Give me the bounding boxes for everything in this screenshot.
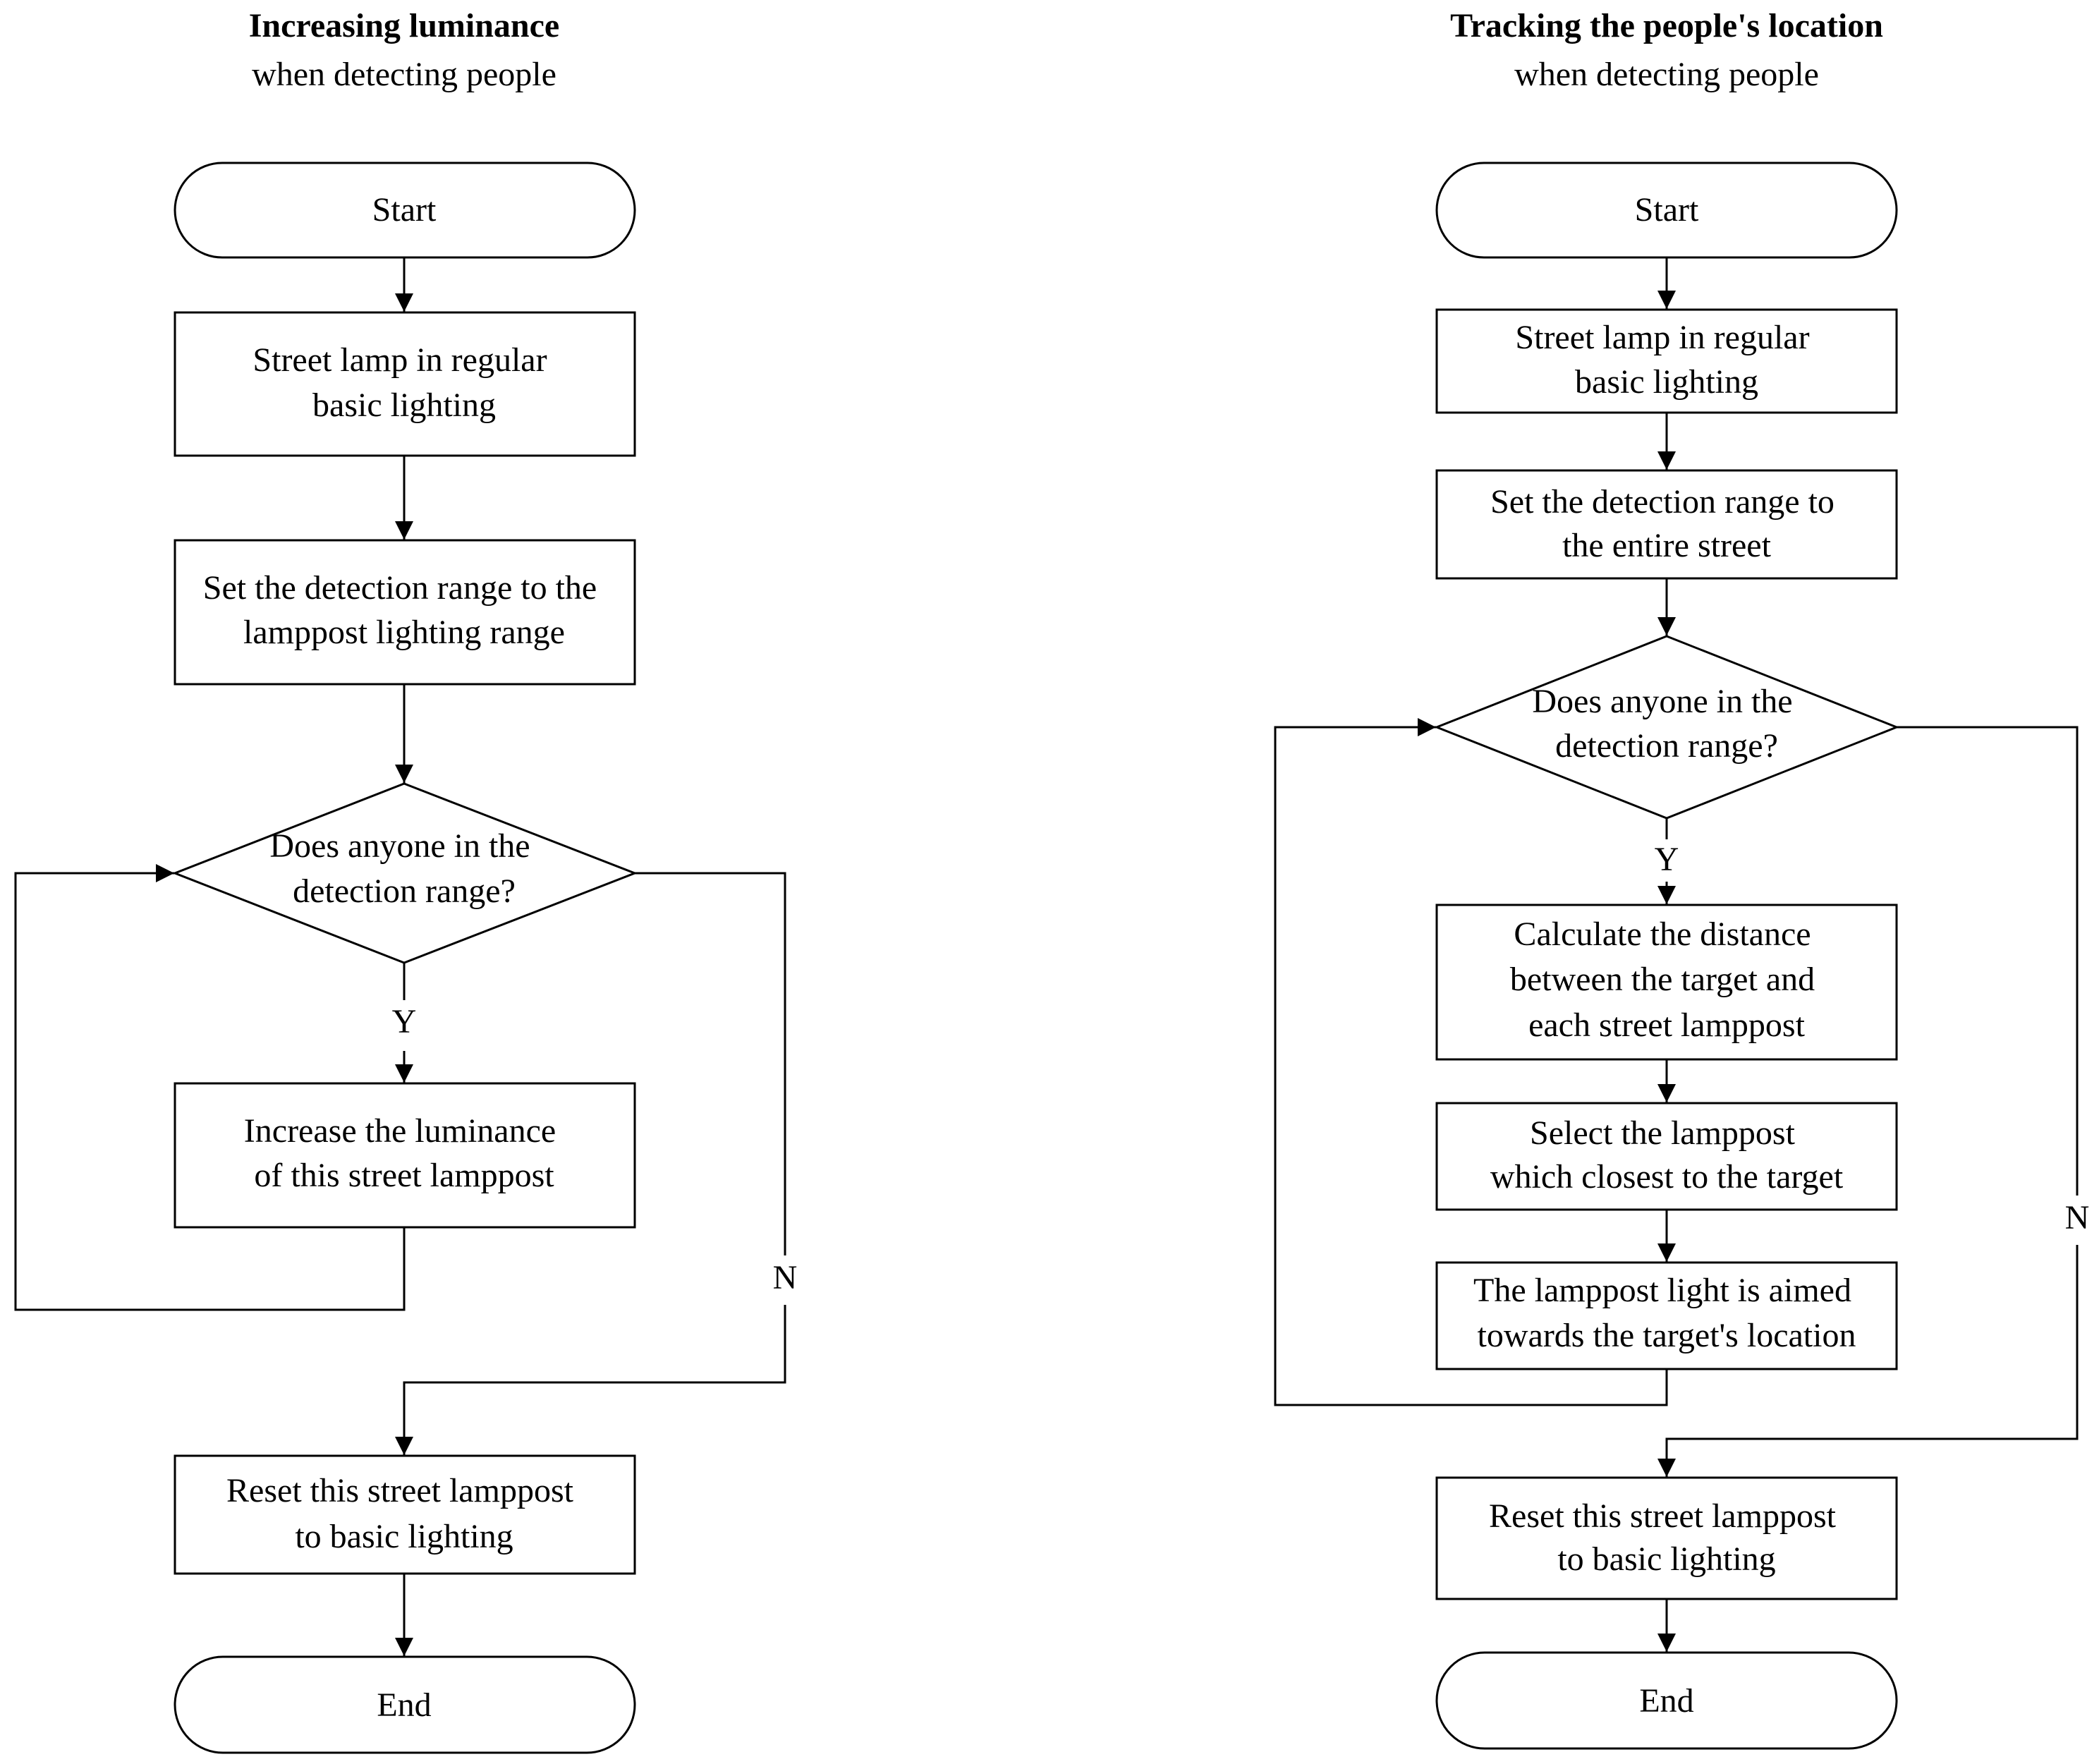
left-subtitle: when detecting people: [252, 56, 556, 93]
svg-text:Does anyone in the det: Does anyone in the detection range?: [269, 827, 538, 910]
left-step3-line1: Increase the luminance: [244, 1112, 556, 1150]
right-start-terminal: Start: [1435, 162, 1898, 259]
right-no-label: N: [2065, 1199, 2090, 1236]
left-start-terminal: Start: [174, 162, 636, 259]
left-step-increase-luminance: Increase the luminance of this street la…: [174, 1082, 636, 1229]
right-step3-line1: Calculate the distance: [1514, 916, 1811, 953]
right-step3-line2: between the target and: [1510, 961, 1815, 998]
left-step-reset-lighting: Reset this street lamppost to basic ligh…: [174, 1454, 636, 1575]
left-step1-line1: Street lamp in regular: [253, 341, 547, 379]
right-step2-line2: the entire street: [1562, 527, 1772, 564]
right-step-reset-lighting: Reset this street lamppost to basic ligh…: [1435, 1476, 1898, 1600]
left-no-label: N: [773, 1259, 798, 1296]
right-step5-line1: The lamppost light is aimed: [1473, 1272, 1851, 1309]
svg-text:Set the detection range to: Set the detection range to the entire st…: [1490, 483, 1843, 564]
right-decision-line2: detection range?: [1555, 727, 1778, 765]
left-start-label: Start: [372, 191, 437, 229]
right-flowchart: Tracking the people's location when dete…: [1274, 7, 2090, 1750]
right-step-aim-light: The lamppost light is aimed towards the …: [1435, 1261, 1898, 1370]
left-step2-line2: lamppost lighting range: [243, 614, 565, 651]
svg-text:Does anyone in the det: Does anyone in the detection range?: [1532, 683, 1801, 765]
svg-text:Calculate the distance: Calculate the distance between the targe…: [1510, 916, 1823, 1044]
svg-text:Select the lamppost wh: Select the lamppost which closest to the…: [1490, 1114, 1844, 1196]
svg-text:Set the detection range to the: Set the detection range to the lamppost …: [203, 569, 605, 651]
left-title: Increasing luminance: [249, 7, 559, 44]
right-step4-line1: Select the lamppost: [1530, 1114, 1796, 1152]
right-start-label: Start: [1635, 191, 1699, 229]
left-decision-anyone-detected: Does anyone in the detection range?: [171, 782, 638, 964]
left-no-branch-line: [635, 872, 786, 1255]
left-loop-back-to-decision: [14, 864, 406, 1311]
left-flowchart: Increasing luminance when detecting peop…: [14, 7, 798, 1754]
right-step-basic-lighting: Street lamp in regular basic lighting: [1435, 308, 1898, 414]
right-no-branch-to-reset: [1657, 1245, 2079, 1477]
svg-text:Increase the luminance: Increase the luminance of this street la…: [244, 1112, 564, 1194]
right-step4-line2: which closest to the target: [1490, 1158, 1844, 1196]
right-step1-line1: Street lamp in regular: [1515, 319, 1809, 356]
svg-text:Reset this street lamppost: Reset this street lamppost to basic ligh…: [1489, 1497, 1844, 1578]
left-end-label: End: [377, 1686, 431, 1724]
right-step3-line3: each street lamppost: [1528, 1006, 1806, 1044]
right-loop-back-to-decision: [1274, 718, 1668, 1406]
right-decision-anyone-detected: Does anyone in the detection range?: [1433, 635, 1900, 820]
svg-text:Reset this street lamppost: Reset this street lamppost to basic ligh…: [226, 1472, 582, 1555]
left-step3-line2: of this street lamppost: [254, 1157, 554, 1194]
left-step1-line2: basic lighting: [312, 387, 496, 424]
right-title: Tracking the people's location: [1450, 7, 1883, 44]
left-yes-label: Y: [392, 1003, 417, 1040]
right-step2-line1: Set the detection range to: [1490, 483, 1835, 521]
left-step-basic-lighting: Street lamp in regular basic lighting: [174, 311, 636, 457]
svg-text:The lamppost light is aimed: The lamppost light is aimed towards the …: [1473, 1272, 1860, 1354]
right-reset-line1: Reset this street lamppost: [1489, 1497, 1837, 1535]
left-reset-line1: Reset this street lamppost: [226, 1472, 574, 1509]
right-end-terminal: End: [1435, 1651, 1898, 1750]
left-end-terminal: End: [174, 1655, 636, 1754]
right-step1-line2: basic lighting: [1575, 363, 1758, 401]
left-step2-line1: Set the detection range to the: [203, 569, 597, 607]
right-subtitle: when detecting people: [1514, 56, 1819, 93]
left-reset-line2: to basic lighting: [295, 1518, 513, 1555]
right-no-branch-line: [1897, 726, 2079, 1196]
right-yes-label: Y: [1655, 841, 1679, 878]
right-step5-line2: towards the target's location: [1478, 1317, 1856, 1354]
right-decision-line1: Does anyone in the: [1532, 683, 1792, 720]
right-step-calculate-distance: Calculate the distance between the targe…: [1435, 904, 1898, 1061]
right-step-detection-range: Set the detection range to the entire st…: [1435, 469, 1898, 580]
svg-text:Street lamp in regular: Street lamp in regular basic lighting: [253, 341, 555, 424]
right-end-label: End: [1639, 1682, 1693, 1720]
right-step-select-closest: Select the lamppost which closest to the…: [1435, 1102, 1898, 1211]
left-step-detection-range: Set the detection range to the lamppost …: [174, 539, 636, 686]
right-reset-line2: to basic lighting: [1557, 1540, 1775, 1578]
left-no-branch-to-reset: [395, 1305, 786, 1455]
left-decision-line2: detection range?: [293, 872, 516, 910]
left-decision-line1: Does anyone in the: [269, 827, 530, 865]
svg-text:Street lamp in regular: Street lamp in regular basic lighting: [1515, 319, 1818, 401]
